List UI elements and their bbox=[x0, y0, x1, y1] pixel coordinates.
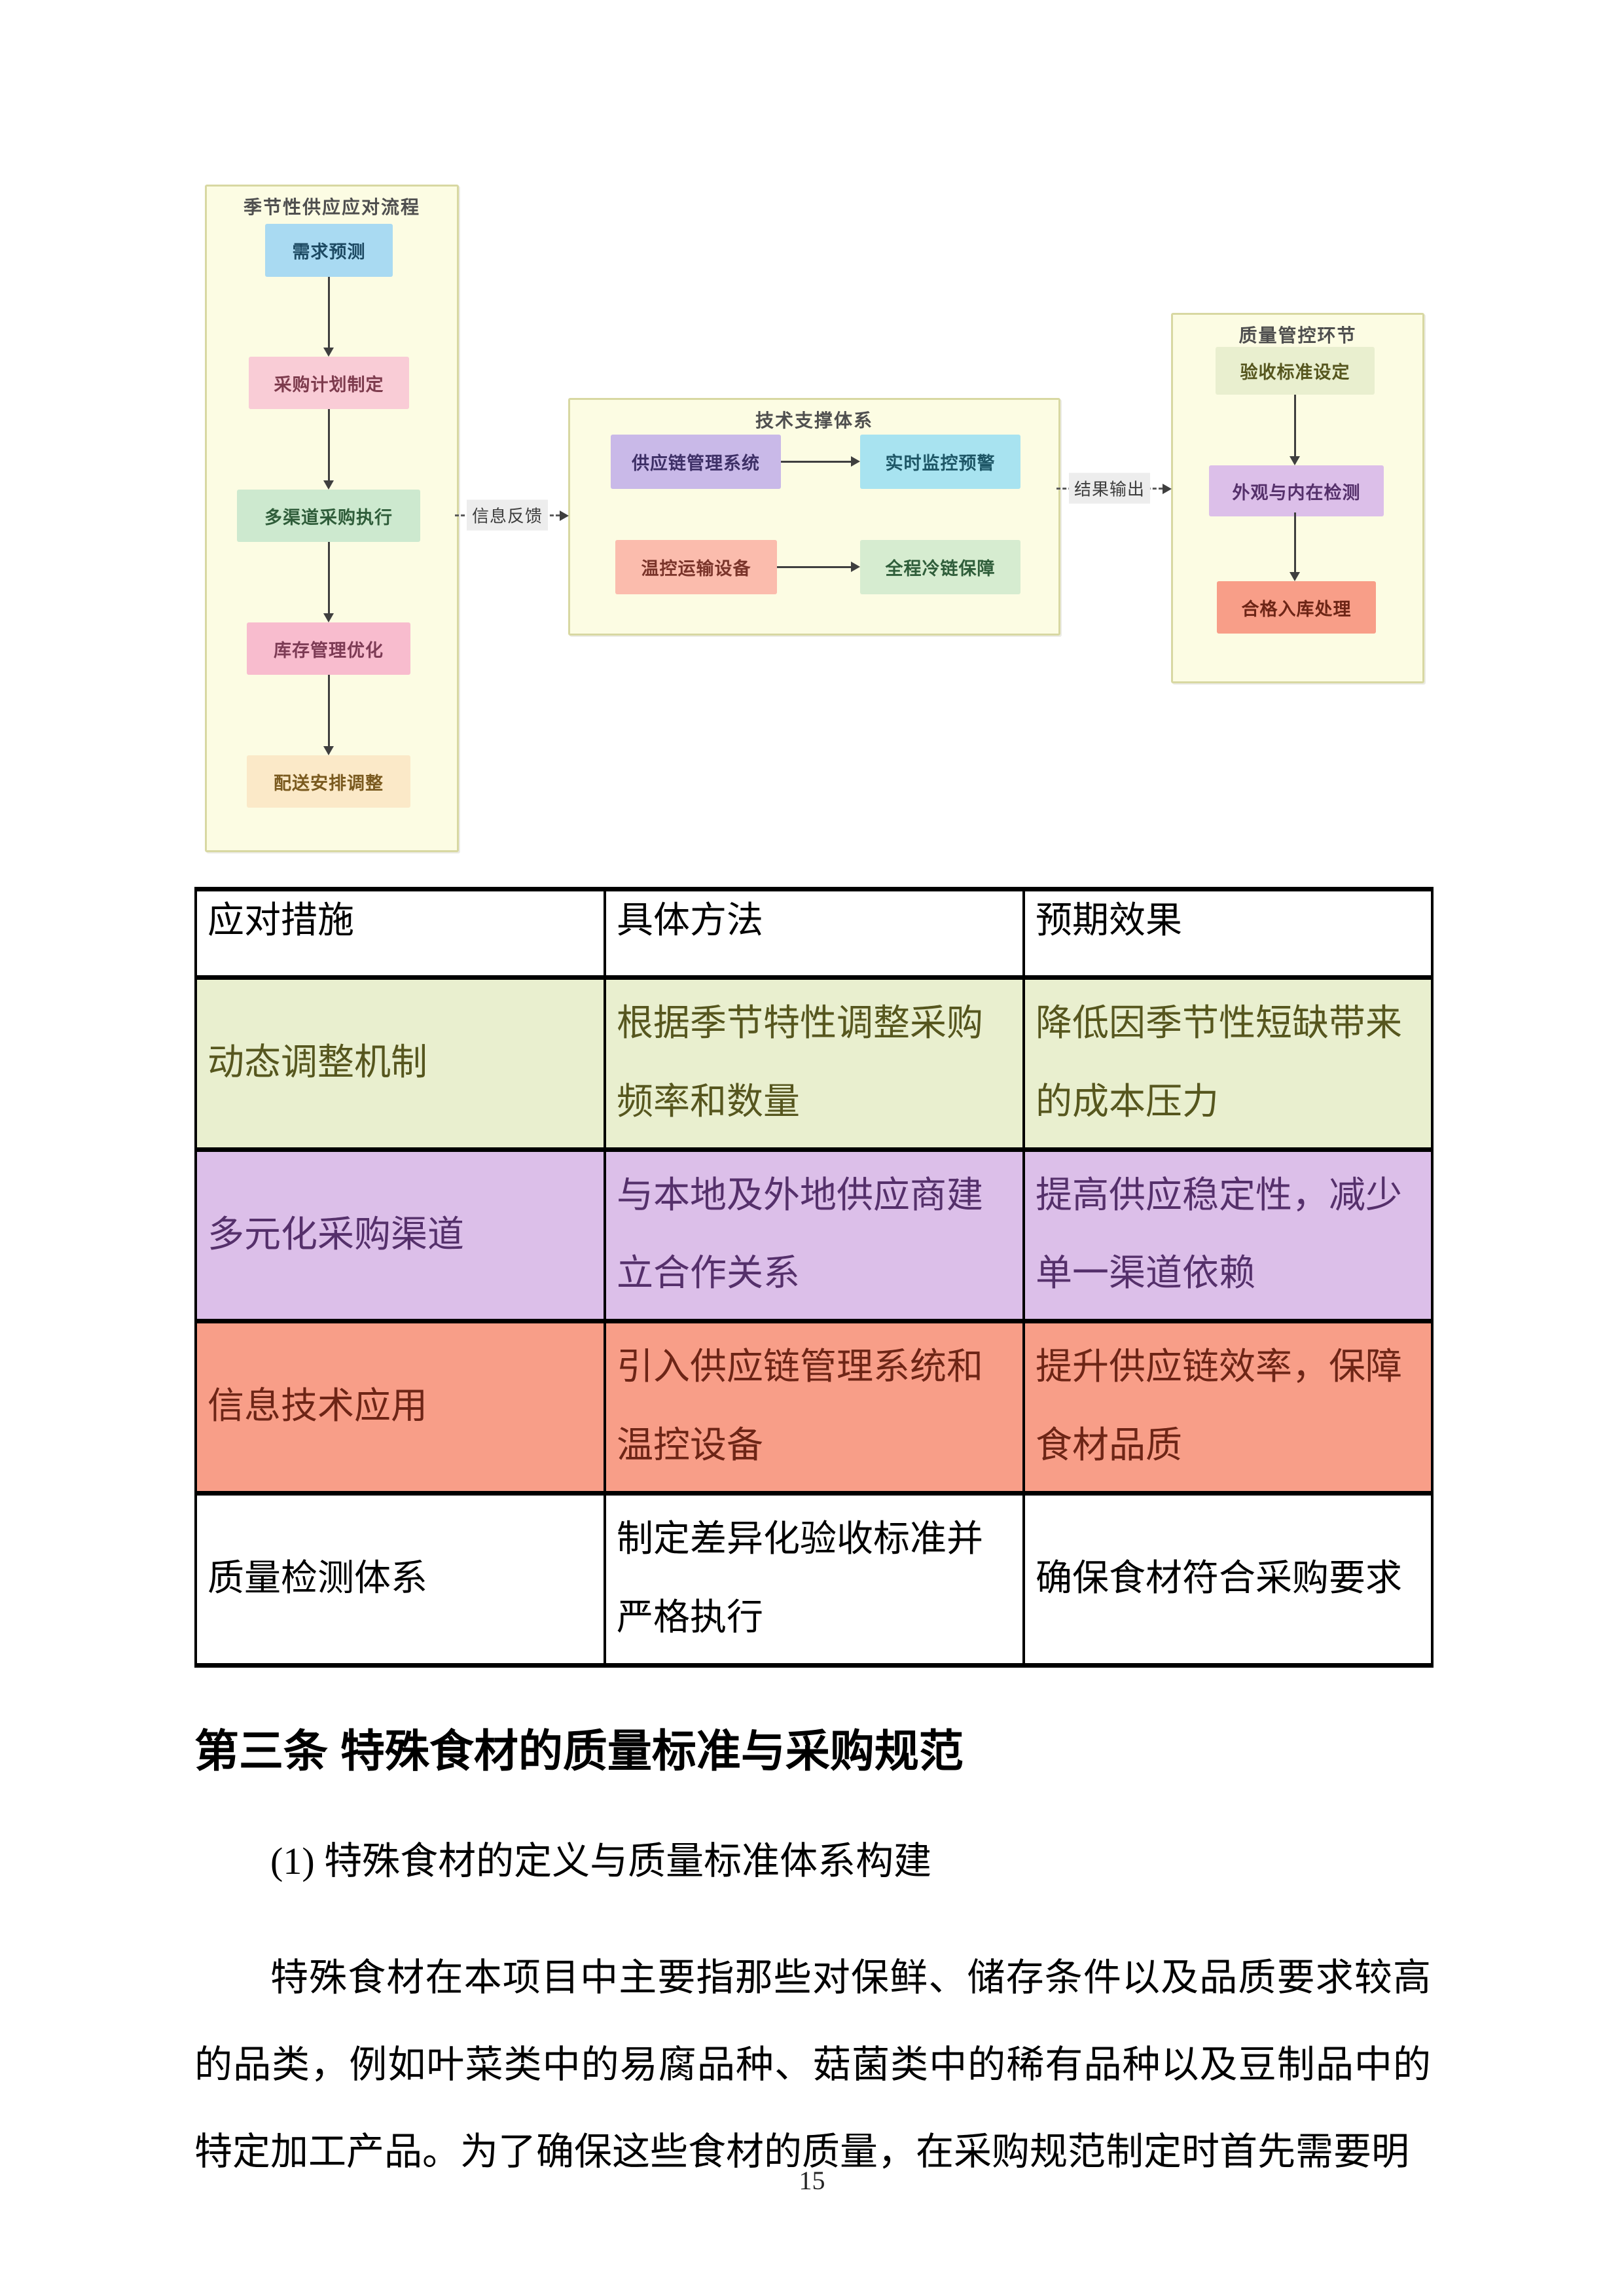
table-cell: 降低因季节性短缺带来的成本压力 bbox=[1022, 975, 1434, 1152]
flow-box-storage-processing: 合格入库处理 bbox=[1217, 581, 1376, 634]
table-cell: 动态调整机制 bbox=[194, 975, 606, 1152]
table-cell: 确保食材符合采购要求 bbox=[1022, 1490, 1434, 1668]
table-header-cell: 应对措施 bbox=[194, 887, 606, 980]
panel-title-seasonal: 季节性供应应对流程 bbox=[243, 197, 420, 217]
panel-title-quality: 质量管控环节 bbox=[1238, 325, 1357, 346]
flow-box-delivery-adjustment: 配送安排调整 bbox=[247, 755, 410, 808]
flow-box-procurement-plan: 采购计划制定 bbox=[249, 357, 409, 409]
table-cell: 与本地及外地供应商建立合作关系 bbox=[604, 1147, 1025, 1324]
flow-box-scm-system: 供应链管理系统 bbox=[611, 435, 781, 489]
table-row: 多元化采购渠道 与本地及外地供应商建立合作关系 提高供应稳定性，减少单一渠道依赖 bbox=[194, 1147, 1434, 1324]
flow-arrow-down-icon bbox=[323, 675, 334, 755]
flow-panel-tech-support: 技术支撑体系 bbox=[568, 398, 1060, 636]
table-cell: 质量检测体系 bbox=[194, 1490, 606, 1668]
connector-label: 结果输出 bbox=[1068, 473, 1151, 504]
body-paragraph: 特殊食材在本项目中主要指那些对保鲜、储存条件以及品质要求较高的品类，例如叶菜类中… bbox=[194, 1956, 1431, 2173]
flow-arrow-down-icon bbox=[1290, 512, 1300, 581]
table-cell: 提升供应链效率，保障食材品质 bbox=[1022, 1319, 1434, 1496]
section-subheading: (1) 特殊食材的定义与质量标准体系构建 bbox=[270, 1840, 932, 1882]
flow-box-multichannel-procurement: 多渠道采购执行 bbox=[237, 490, 420, 542]
connector-result-output: 结果输出 bbox=[1056, 473, 1172, 504]
table-header-cell: 具体方法 bbox=[604, 887, 1025, 980]
flow-arrow-right-icon bbox=[781, 456, 860, 467]
flow-box-inventory-optimization: 库存管理优化 bbox=[247, 622, 410, 675]
connector-info-feedback: 信息反馈 bbox=[455, 499, 569, 531]
flow-box-inspection: 外观与内在检测 bbox=[1209, 465, 1384, 516]
page-number: 15 bbox=[799, 2166, 825, 2195]
table-header-cell: 预期效果 bbox=[1022, 887, 1434, 980]
flow-box-realtime-monitoring: 实时监控预警 bbox=[860, 435, 1020, 489]
table-cell: 制定差异化验收标准并严格执行 bbox=[604, 1490, 1025, 1668]
flow-box-acceptance-standard: 验收标准设定 bbox=[1216, 347, 1375, 395]
panel-title-tech: 技术支撑体系 bbox=[755, 410, 873, 431]
flow-arrow-down-icon bbox=[323, 542, 334, 622]
flow-box-cold-chain: 全程冷链保障 bbox=[860, 540, 1020, 594]
flow-box-temp-transport: 温控运输设备 bbox=[615, 540, 777, 594]
table-row: 质量检测体系 制定差异化验收标准并严格执行 确保食材符合采购要求 bbox=[194, 1490, 1434, 1668]
flow-arrow-right-icon bbox=[777, 562, 860, 572]
flow-box-demand-forecast: 需求预测 bbox=[265, 224, 393, 277]
table-header-row: 应对措施 具体方法 预期效果 bbox=[194, 887, 1434, 980]
section-heading: 第三条 特殊食材的质量标准与采购规范 bbox=[194, 1727, 964, 1776]
flow-arrow-down-icon bbox=[1290, 395, 1300, 465]
table-row: 动态调整机制 根据季节特性调整采购频率和数量 降低因季节性短缺带来的成本压力 bbox=[194, 975, 1434, 1152]
measures-table: 应对措施 具体方法 预期效果 动态调整机制 根据季节特性调整采购频率和数量 降低… bbox=[194, 887, 1434, 1668]
flow-arrow-down-icon bbox=[323, 277, 334, 357]
table-row: 信息技术应用 引入供应链管理系统和温控设备 提升供应链效率，保障食材品质 bbox=[194, 1319, 1434, 1496]
table-cell: 根据季节特性调整采购频率和数量 bbox=[604, 975, 1025, 1152]
flow-arrow-down-icon bbox=[323, 409, 334, 490]
table-cell: 提高供应稳定性，减少单一渠道依赖 bbox=[1022, 1147, 1434, 1324]
table-cell: 引入供应链管理系统和温控设备 bbox=[604, 1319, 1025, 1496]
table-cell: 多元化采购渠道 bbox=[194, 1147, 606, 1324]
connector-label: 信息反馈 bbox=[466, 499, 549, 531]
table-cell: 信息技术应用 bbox=[194, 1319, 606, 1496]
